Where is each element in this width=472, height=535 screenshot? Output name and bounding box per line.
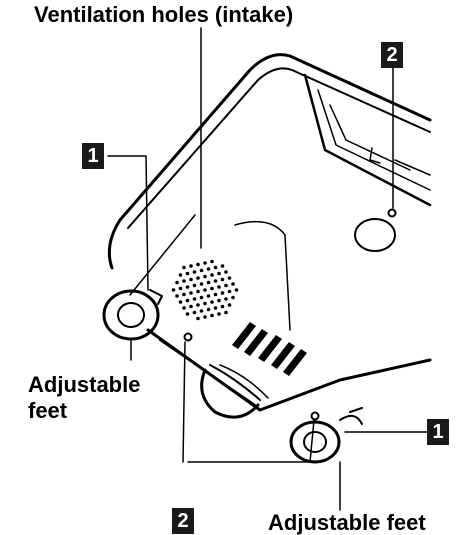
vent-hole — [217, 312, 221, 316]
vent-hole — [224, 310, 228, 315]
rear-foot-pad — [354, 218, 396, 252]
vent-hole — [206, 294, 211, 298]
vent-hole — [224, 270, 228, 274]
vent-hole — [203, 301, 207, 306]
vent-hole — [199, 268, 204, 273]
vent-hole — [231, 295, 235, 300]
vent-hole — [189, 277, 193, 282]
vent-hole — [210, 273, 214, 277]
vent-hole — [178, 273, 183, 277]
vent-hole — [185, 312, 190, 316]
vent-hole — [199, 295, 204, 300]
vent-hole — [227, 303, 232, 307]
vent-hole — [175, 280, 179, 285]
vent-hole — [213, 265, 218, 270]
vent-hole — [206, 267, 211, 271]
vent-hole — [192, 283, 197, 288]
vent-hole — [210, 259, 214, 264]
vent-hole — [220, 277, 225, 282]
vent-hole — [213, 306, 218, 310]
vent-hole — [227, 276, 232, 280]
vent-hole — [220, 264, 225, 268]
ventilation-holes-label: Ventilation holes (intake) — [34, 2, 294, 27]
vent-hole — [196, 289, 200, 294]
vent-hole — [192, 270, 197, 274]
vent-hole — [178, 300, 183, 304]
adjustable-foot-left — [102, 289, 160, 341]
vent-hole — [210, 300, 214, 304]
vent-hole — [185, 271, 190, 276]
adjustable-feet-left-label-line2: feet — [28, 398, 68, 423]
screw-hole-top — [387, 208, 397, 218]
vent-hole — [171, 288, 176, 292]
vent-hole — [185, 298, 190, 303]
vent-hole — [213, 279, 218, 283]
adjustable-feet-right-label: Adjustable feet — [268, 510, 426, 535]
vent-hole — [189, 264, 193, 268]
screw-hole-bottom-left — [183, 332, 193, 342]
vent-hole — [175, 294, 179, 298]
vent-hole — [199, 309, 204, 313]
vent-hole — [189, 304, 193, 309]
leader-badge2-bottom — [182, 341, 315, 463]
vent-hole — [231, 282, 235, 286]
vent-hole — [234, 288, 239, 292]
vent-hole — [199, 282, 204, 286]
vent-slots — [232, 322, 307, 376]
vent-hole — [220, 291, 225, 295]
rear-panel — [303, 73, 432, 207]
leader-badge1-left — [107, 155, 149, 291]
lens — [200, 368, 260, 419]
vent-hole — [196, 303, 200, 307]
vent-hole — [182, 292, 186, 297]
vent-hole — [217, 285, 221, 289]
vent-hole — [196, 276, 200, 280]
vent-hole — [196, 316, 200, 321]
screw-hole-bottom-right — [310, 411, 320, 421]
vent-hole — [206, 307, 211, 312]
vent-hole — [224, 283, 228, 288]
vent-hole — [182, 306, 186, 310]
badge-2-bottom: 2 — [172, 508, 194, 534]
vent-hole — [203, 315, 207, 319]
ventilation-holes — [171, 259, 239, 321]
vent-hole — [182, 279, 186, 283]
badge-1-bottom-right: 1 — [427, 419, 449, 445]
vent-hole — [189, 291, 193, 295]
badge-2-top-right: 2 — [381, 42, 403, 68]
badge-1-top-left: 1 — [82, 143, 104, 169]
vent-hole — [206, 280, 211, 285]
vent-hole — [192, 310, 197, 315]
vent-hole — [196, 262, 200, 267]
vent-hole — [203, 288, 207, 292]
vent-hole — [185, 285, 190, 289]
vent-hole — [213, 292, 218, 297]
vent-hole — [178, 286, 183, 291]
adjustable-feet-left-label-line1: Adjustable — [28, 372, 141, 397]
vent-hole — [203, 261, 207, 265]
bottom-plate — [234, 220, 291, 331]
vent-hole — [210, 286, 214, 291]
vent-hole — [220, 304, 225, 309]
adjustable-foot-right — [289, 420, 341, 464]
vent-hole — [227, 289, 232, 294]
vent-hole — [182, 265, 186, 270]
vent-hole — [203, 274, 207, 279]
vent-hole — [210, 313, 214, 318]
vent-hole — [224, 297, 228, 301]
vent-hole — [217, 271, 221, 276]
projector-body-outline — [118, 53, 432, 222]
vent-hole — [217, 298, 221, 303]
vent-hole — [192, 297, 197, 301]
